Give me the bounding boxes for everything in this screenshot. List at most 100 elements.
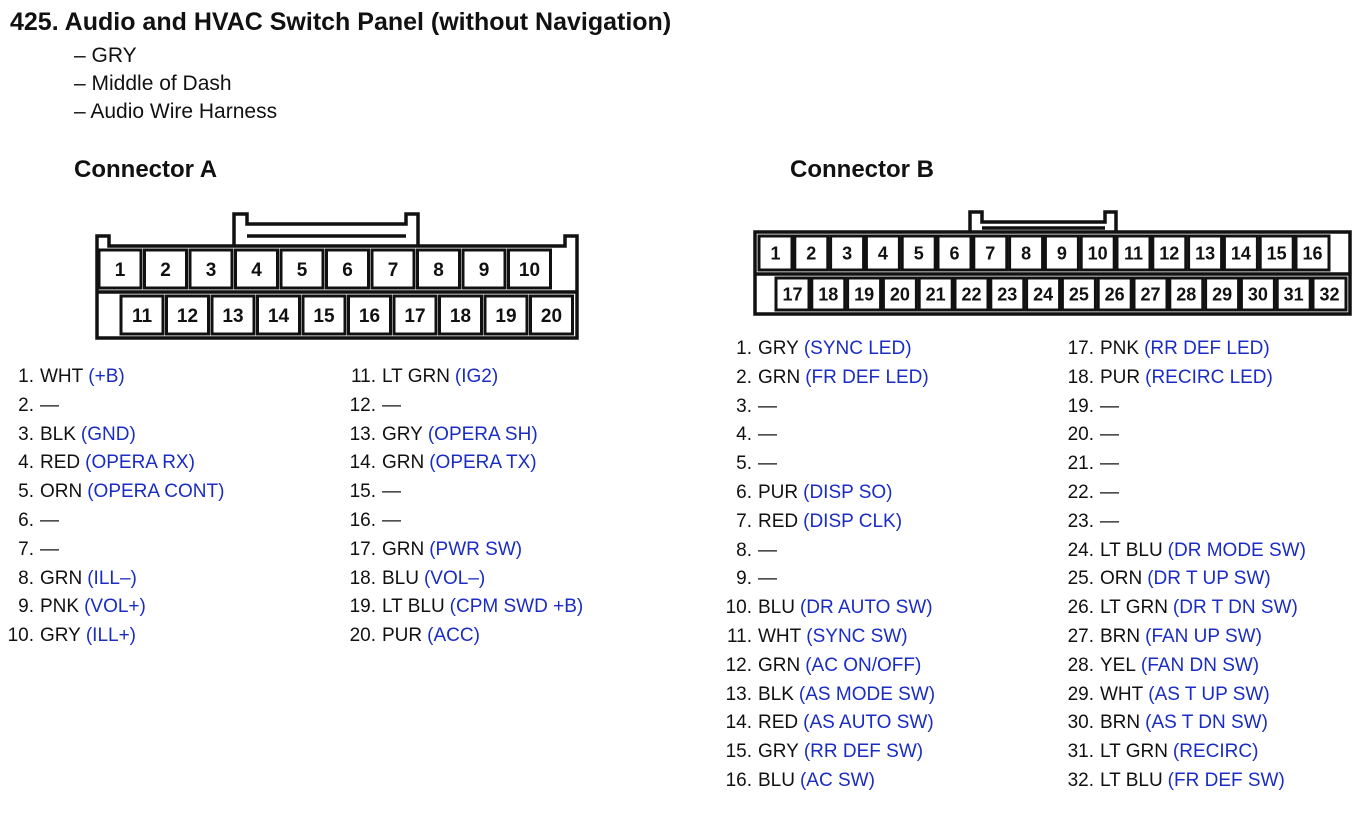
pin-cavity — [461, 248, 507, 290]
circuit-function: (SYNC LED) — [803, 338, 912, 359]
wire-color: PUR — [382, 625, 423, 647]
pin-number: 30 — [1248, 284, 1268, 304]
pin-num: 32. — [1067, 769, 1094, 791]
pin-number: 17 — [404, 306, 425, 327]
connector-a-pin-list-11-20: 11.LT GRN(IG2)12.—13.GRY(OPERA SH)14.GRN… — [340, 363, 584, 651]
pin-row: 16.BLU(AC SW) — [716, 767, 935, 796]
pin-number: 2 — [806, 243, 816, 263]
pin-number: 18 — [450, 306, 471, 327]
wire-color: — — [758, 424, 777, 446]
pin-num: 13. — [349, 423, 376, 445]
pin-cavity — [1204, 276, 1241, 312]
pin-cavity — [1275, 276, 1312, 312]
pin-cavity — [529, 294, 574, 336]
pin-cavity — [1132, 276, 1169, 312]
circuit-function: (OPERA RX) — [85, 452, 195, 474]
page-title: 425. Audio and HVAC Switch Panel (withou… — [10, 8, 672, 36]
pin-cavity — [392, 294, 438, 336]
pin-row: 22.— — [1058, 479, 1306, 508]
pin-cavity — [210, 294, 256, 336]
pin-cavity — [1008, 234, 1045, 272]
circuit-function: (IG2) — [454, 366, 499, 387]
wire-color: BLK — [40, 423, 76, 445]
pin-row: 1.GRY(SYNC LED) — [716, 335, 935, 364]
circuit-function: (OPERA CONT) — [87, 481, 225, 503]
pin-number: 11 — [132, 306, 153, 327]
pin-row: 25.ORN(DR T UP SW) — [1058, 565, 1306, 594]
pin-cavity — [881, 276, 918, 312]
wire-color: — — [758, 568, 777, 590]
pin-row: 6.— — [0, 507, 224, 536]
pin-num: 7. — [736, 510, 752, 532]
pin-row: 1.WHT(+B) — [0, 363, 224, 392]
circuit-function: (FR DEF SW) — [1167, 769, 1285, 791]
pin-row: 2.GRN(FR DEF LED) — [716, 364, 935, 393]
circuit-function: (CPM SWD +B) — [449, 596, 584, 618]
pin-number: 6 — [949, 243, 959, 263]
wire-color: BRN — [1100, 712, 1141, 734]
wire-color: BRN — [1100, 625, 1141, 647]
pin-number: 14 — [268, 306, 290, 327]
pin-number: 1 — [770, 243, 780, 263]
pin-num: 19. — [1067, 395, 1094, 417]
pin-num: 19. — [349, 596, 376, 618]
pin-cavity — [438, 294, 483, 336]
circuit-function: (DR MODE SW) — [1167, 539, 1306, 561]
wire-color: RED — [40, 452, 81, 474]
pin-num: 26. — [1067, 597, 1094, 619]
pin-row: 24.LT BLU(DR MODE SW) — [1058, 537, 1306, 566]
wire-color: BLU — [382, 567, 419, 589]
pin-number: 23 — [997, 284, 1017, 304]
pin-cavity — [936, 234, 973, 272]
wire-color: GRN — [758, 366, 801, 388]
pin-cavity — [347, 294, 392, 336]
wire-color: — — [1100, 510, 1119, 532]
pin-cavity — [279, 248, 325, 290]
connector-a-housing — [95, 234, 579, 340]
pin-num: 27. — [1067, 625, 1094, 647]
pin-row: 32.LT BLU(FR DEF SW) — [1058, 767, 1306, 796]
pin-cavity — [483, 294, 529, 336]
pin-cavity — [1151, 234, 1188, 272]
pin-number: 13 — [1195, 243, 1215, 263]
pin-num: 11. — [350, 366, 376, 387]
pin-num: 11. — [726, 625, 752, 647]
wire-color: YEL — [1100, 654, 1136, 676]
circuit-function: (+B) — [88, 366, 125, 387]
circuit-function: (OPERA TX) — [429, 452, 537, 474]
pin-num: 17. — [349, 538, 376, 560]
pin-cavity — [972, 234, 1009, 272]
pin-cavity — [774, 276, 811, 312]
wire-color: — — [382, 394, 401, 416]
wire-color: — — [758, 539, 777, 561]
pin-number: 9 — [1057, 243, 1067, 263]
pin-row: 2.— — [0, 392, 224, 421]
pin-row: 8.— — [716, 537, 935, 566]
pin-cavity — [1060, 276, 1097, 312]
pin-number: 16 — [1302, 243, 1322, 263]
pin-num: 9. — [736, 568, 752, 590]
circuit-function: (ACC) — [427, 625, 480, 647]
pin-num: 14. — [725, 712, 752, 734]
pin-num: 9. — [18, 596, 34, 618]
pin-number: 5 — [914, 243, 924, 263]
pin-number: 11 — [1124, 243, 1143, 263]
pin-number: 19 — [495, 306, 516, 327]
circuit-function: (VOL–) — [423, 567, 486, 589]
pin-row: 14.RED(AS AUTO SW) — [716, 709, 935, 738]
pin-num: 2. — [736, 366, 752, 388]
pin-row: 12.— — [340, 392, 583, 421]
pin-cavity — [1311, 276, 1348, 312]
pin-row: 7.RED(DISP CLK) — [716, 508, 935, 537]
pin-number: 10 — [519, 260, 540, 281]
pin-number: 17 — [782, 284, 802, 304]
pin-num: 20. — [1067, 424, 1094, 446]
pin-cavity — [757, 234, 794, 272]
wire-color: WHT — [1100, 683, 1144, 705]
pin-row: 15.— — [340, 478, 583, 507]
pin-row: 6.PUR(DISP SO) — [716, 479, 935, 508]
wire-color: LT GRN — [382, 366, 450, 387]
wire-color: ORN — [1100, 568, 1143, 590]
pin-num: 3. — [18, 423, 34, 445]
